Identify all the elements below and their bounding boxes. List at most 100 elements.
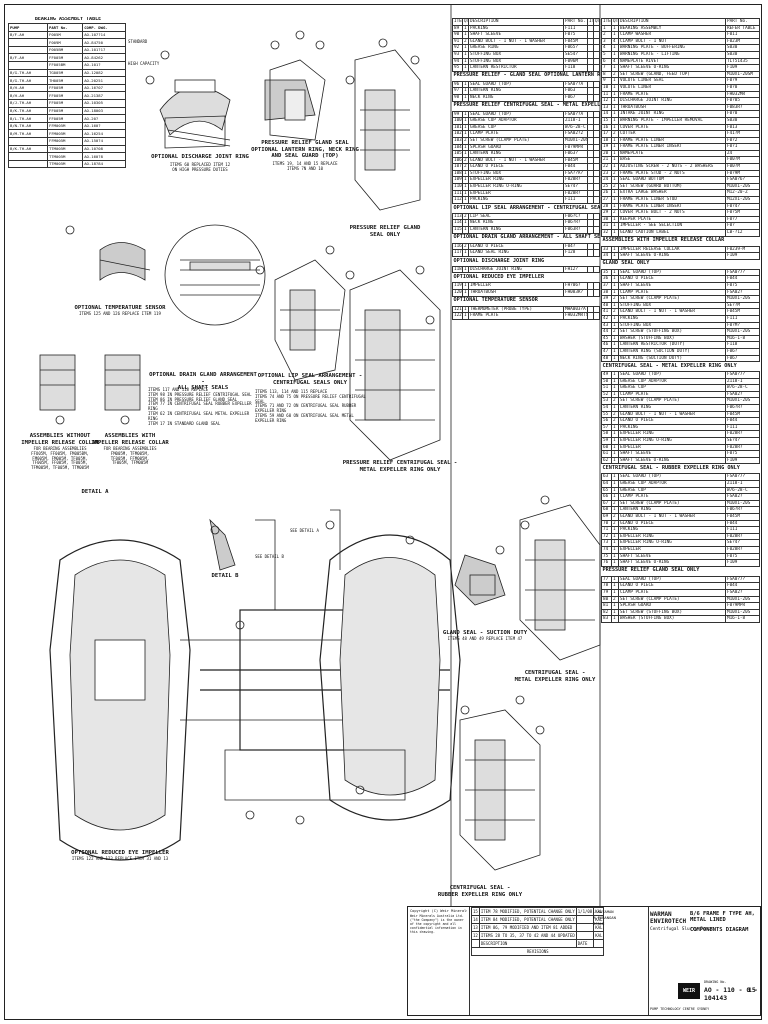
cell: M10X1-20S: [725, 397, 760, 406]
cell: CLAMP PLATE: [618, 390, 726, 399]
cell: 2: [611, 519, 619, 528]
cell: GLAND SEAL RING: [468, 249, 564, 257]
cell: GLAND BOLT - 1 NUT - 1 WASHER: [468, 37, 564, 46]
parts-section-header: PRESSURE RELIEF GLAND SEAL ONLY: [601, 565, 760, 577]
cell: F028R?: [725, 545, 760, 554]
cell: 6: [601, 57, 612, 66]
cell: FRAME PLATE STUD - 2 NUTS: [618, 169, 726, 178]
cell: [593, 189, 600, 198]
cell: SET SCREW (CLAMP PLATE): [618, 595, 726, 604]
cell: AO-10?08: [82, 144, 126, 154]
cell: W76-28-C: [563, 123, 588, 132]
cell: 1: [611, 77, 619, 85]
cell: F109: [725, 252, 760, 260]
cell: F065?: [563, 44, 588, 52]
cell: AO-12082: [82, 68, 126, 78]
parts-section-header: CENTRIFUGAL SEAL - RUBBER EXPELLER RING …: [601, 463, 760, 475]
cell: SHAFT SLEEVE: [618, 450, 726, 458]
cell: Z118-1: [563, 117, 588, 125]
cell: STUFFING BOX: [468, 169, 564, 178]
cell: 108: [452, 169, 463, 178]
cell: ITEM: [452, 18, 463, 26]
cell: GREASE CUP ADAPTOR: [618, 480, 726, 488]
cell: 16: [601, 123, 612, 132]
cell: [593, 183, 600, 191]
pr-centrifugal-detail: [345, 265, 441, 461]
cell: 52: [601, 390, 612, 399]
cell: LANTERN RING: [618, 404, 726, 412]
cell: F111: [725, 314, 760, 323]
cell: F41?M: [725, 130, 760, 138]
cell: PART No.: [46, 23, 84, 32]
cell: 2: [611, 417, 619, 425]
cell: 1: [611, 136, 619, 145]
cell: 11: [601, 90, 612, 99]
cell: 1: [611, 103, 619, 112]
cell: GLAND BOLT - 1 NUT - 1 WASHER: [618, 410, 726, 419]
cell: F045M: [725, 308, 760, 316]
cell: STUFFING BOX: [618, 321, 726, 330]
cell: F028R?: [563, 176, 588, 185]
cell: [593, 176, 600, 185]
parts-section-header: ASSEMBLIES WITH IMPELLER RELEASE COLLAR: [601, 235, 760, 247]
cell: 12: [601, 97, 612, 105]
cell: F083R?: [725, 103, 760, 112]
cell: 1: [611, 222, 619, 230]
caption-pr-centrifugal: PRESSURE RELIEF CENTRIFUGAL SEAL - METAL…: [342, 460, 458, 473]
cell: F109: [725, 559, 760, 567]
cell: NAMEPLATE RIVET: [618, 57, 726, 66]
caption-detail-b: DETAIL B: [211, 573, 239, 579]
cell: 13: [601, 103, 612, 112]
cell: [593, 242, 600, 251]
cell: SEAL GUARD (TOP): [468, 80, 564, 89]
cell: 1: [611, 314, 619, 323]
cell: Z4: [725, 149, 760, 158]
cell: 42: [601, 314, 612, 323]
cell: F118: [725, 341, 760, 349]
cell: F0?9MPR: [563, 143, 588, 152]
cell: ITEM: [587, 18, 594, 26]
parts-right-header: ITEMQTYDESCRIPTIONPART No.: [601, 18, 760, 26]
section-title: CENTRIFUGAL SEAL - METAL EXPELLER RING O…: [601, 361, 760, 373]
cell: 1: [611, 202, 619, 211]
cell: 107: [452, 163, 463, 171]
cell: LB-?12: [725, 229, 760, 237]
cell: COMP. DWG.: [82, 23, 126, 32]
cell: INTAKE JOINT RING: [618, 110, 726, 118]
cell: GREASE CUP: [618, 384, 726, 392]
cell: AO-18003: [82, 106, 126, 116]
cell: 121: [452, 305, 463, 314]
cell: 61: [601, 450, 612, 458]
cell: PACKING: [618, 314, 726, 323]
cell: S030: [725, 50, 760, 59]
cell: 54: [601, 404, 612, 412]
cell: [593, 117, 600, 125]
cell: LANTERN RESTRICTOR: [468, 64, 564, 72]
cell: [593, 143, 600, 152]
cell: STUFFING BOX: [468, 57, 564, 66]
cell: FH083R?: [563, 289, 588, 297]
caption-with-collar-note: FOR BEARING ASSEMBLIES FM005M, TFM005M, …: [103, 446, 157, 466]
cell: FFM005M: [46, 121, 84, 131]
cell: 79: [601, 588, 612, 597]
cell: 1: [611, 268, 619, 277]
cell: LANTERN RING: [618, 506, 726, 514]
